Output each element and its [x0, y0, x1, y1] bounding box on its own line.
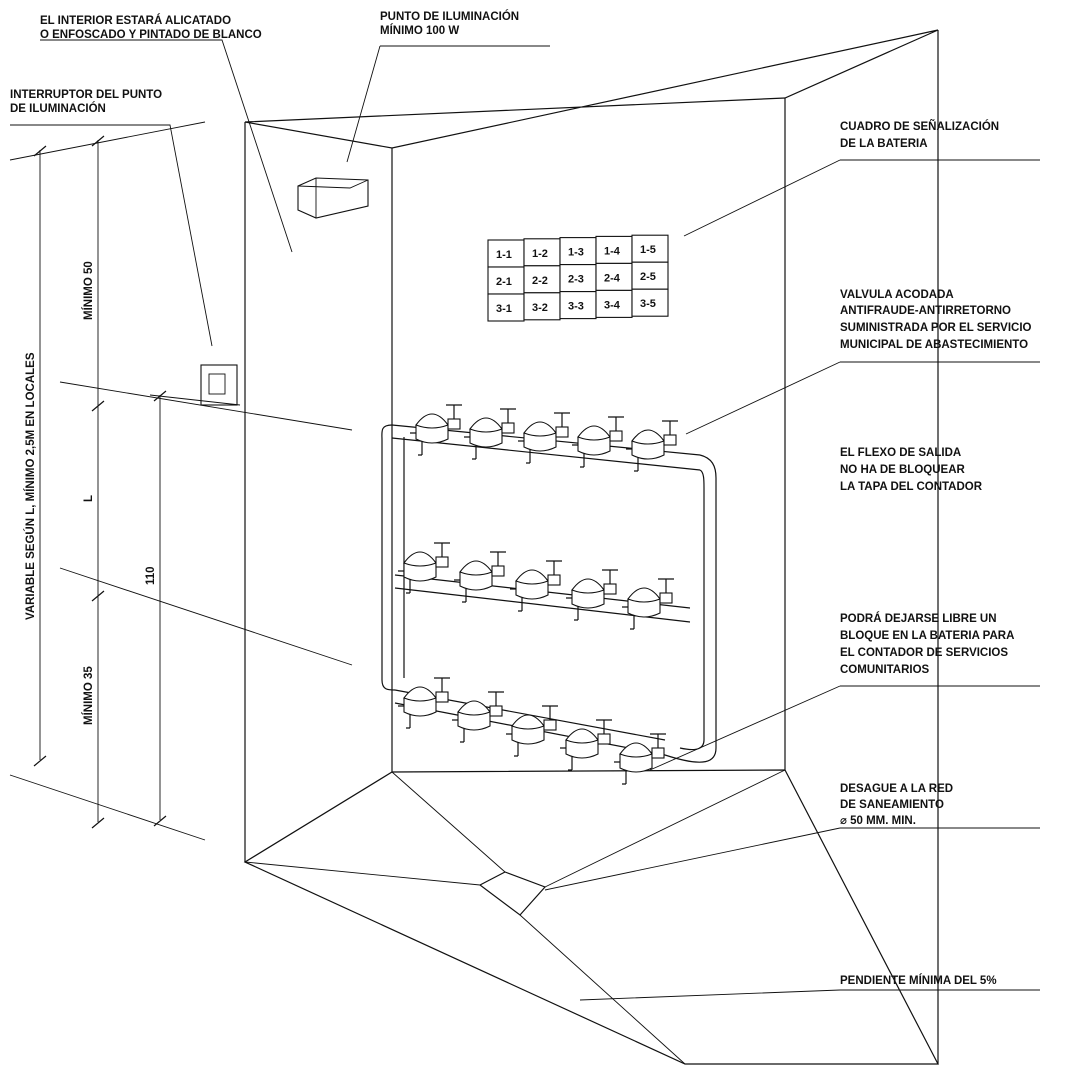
label-drain-3: ⌀ 50 MM. MIN. — [840, 815, 916, 827]
board-cell-label: 1-5 — [640, 244, 656, 256]
board-cell — [523, 265, 561, 294]
dim-top-text: MÍNIMO 50 — [82, 261, 95, 320]
label-lighting-1: PUNTO DE ILUMINACIÓN — [380, 10, 519, 23]
board-cell-label: 2-3 — [568, 274, 584, 286]
leader-free-block — [649, 685, 1040, 771]
water-meter — [398, 677, 450, 729]
label-interior-2: O ENFOSCADO Y PINTADO DE BLANCO — [40, 29, 262, 41]
label-flex-2: NO HA DE BLOQUEAR — [840, 464, 965, 476]
water-meter — [622, 578, 674, 630]
board-cell-label: 3-5 — [640, 298, 656, 310]
dimension-lines — [9, 121, 353, 841]
label-switch-2: DE ILUMINACIÓN — [10, 102, 106, 115]
signal-board: 1-1 1-2 1-3 1-4 1-5 2-1 2-2 2-3 2-4 2-5 3-1 3-2 3-3 3… — [487, 234, 669, 322]
water-meter — [560, 719, 612, 771]
room-structure — [243, 29, 939, 1065]
board-cell — [487, 293, 525, 322]
board-cell — [559, 291, 597, 320]
dim-switch-text: 110 — [145, 566, 157, 585]
water-meter — [506, 705, 558, 757]
label-drain-2: DE SANEAMIENTO — [840, 799, 944, 811]
board-cell-label: 3-2 — [532, 302, 548, 314]
board-cell-label: 1-3 — [568, 247, 584, 259]
label-valve-3: SUMINISTRADA POR EL SERVICIO — [840, 322, 1032, 334]
water-meter — [464, 408, 516, 460]
label-switch-1: INTERRUPTOR DEL PUNTO — [10, 89, 162, 101]
label-flex-1: EL FLEXO DE SALIDA — [840, 447, 961, 459]
drain-pit — [478, 871, 547, 916]
label-drain-1: DESAGUE A LA RED — [840, 783, 953, 795]
dim-l-text: L — [83, 495, 95, 502]
label-board-2: DE LA BATERIA — [840, 138, 928, 150]
leader-board — [683, 159, 1040, 237]
board-cell-label: 2-2 — [532, 275, 548, 287]
light-fixture — [297, 177, 369, 219]
label-flex-3: LA TAPA DEL CONTADOR — [840, 481, 983, 493]
dimension-texts: VARIABLE SEGÚN L, MÍNIMO 2,5M EN LOCALES… — [24, 261, 157, 725]
leader-drain — [544, 827, 1040, 891]
label-lighting-2: MÍNIMO 100 W — [380, 24, 459, 37]
leader-lines — [10, 39, 1040, 1001]
board-cell — [523, 292, 561, 321]
dim-bottom-text: MÍNIMO 35 — [82, 666, 95, 725]
labels: EL INTERIOR ESTARÁ ALICATADO O ENFOSCADO… — [10, 10, 1032, 987]
board-cell-label: 3-4 — [604, 299, 621, 311]
water-meter — [518, 412, 570, 464]
label-board-1: CUADRO DE SEÑALIZACIÓN — [840, 120, 999, 133]
dim-total-text: VARIABLE SEGÚN L, MÍNIMO 2,5M EN LOCALES — [24, 352, 37, 620]
left-riser — [381, 424, 396, 691]
board-cell — [595, 262, 633, 291]
board-cell-label: 3-1 — [496, 303, 512, 315]
label-slope: PENDIENTE MÍNIMA DEL 5% — [840, 974, 997, 987]
label-interior-1: EL INTERIOR ESTARÁ ALICATADO — [40, 14, 231, 27]
board-cell-label: 2-4 — [604, 272, 621, 284]
floor-slope-lines — [244, 769, 786, 1065]
right-riser — [664, 454, 717, 763]
board-cell — [631, 288, 669, 317]
label-free-2: BLOQUE EN LA BATERIA PARA — [840, 630, 1014, 642]
board-cell-label: 1-1 — [496, 249, 512, 261]
water-meter — [410, 404, 462, 456]
leader-slope — [579, 989, 1040, 1001]
leader-interior — [40, 39, 293, 253]
leader-lighting — [346, 45, 550, 163]
meters — [398, 404, 678, 785]
label-free-1: PODRÁ DEJARSE LIBRE UN — [840, 612, 997, 625]
board-cell — [631, 261, 669, 290]
board-cell — [595, 289, 633, 318]
floor-outline — [243, 769, 939, 1065]
water-meter — [398, 542, 450, 594]
water-meter — [510, 560, 562, 612]
board-cell-label: 1-2 — [532, 248, 548, 260]
water-meter — [454, 551, 506, 603]
label-valve-4: MUNICIPAL DE ABASTECIMIENTO — [840, 339, 1028, 351]
water-meter — [614, 733, 666, 785]
ceiling-outline — [244, 29, 939, 149]
right-riser-inner — [679, 469, 705, 751]
board-cell-label: 1-4 — [604, 245, 621, 257]
label-free-3: EL CONTADOR DE SERVICIOS — [840, 647, 1008, 659]
label-valve-1: VALVULA ACODADA — [840, 289, 954, 301]
board-cell-label: 2-1 — [496, 276, 512, 288]
water-meter — [452, 691, 504, 743]
leader-switch — [10, 124, 213, 347]
water-meter — [566, 569, 618, 621]
label-free-4: COMUNITARIOS — [840, 664, 930, 676]
board-cell — [631, 234, 669, 263]
leader-valve — [685, 361, 1040, 435]
board-cell-label: 3-3 — [568, 301, 584, 313]
label-valve-2: ANTIFRAUDE-ANTIRRETORNO — [840, 305, 1011, 317]
light-switch — [200, 364, 238, 406]
water-meter — [626, 420, 678, 472]
board-cell — [559, 264, 597, 293]
board-cell-label: 2-5 — [640, 271, 656, 283]
water-meter — [572, 416, 624, 468]
